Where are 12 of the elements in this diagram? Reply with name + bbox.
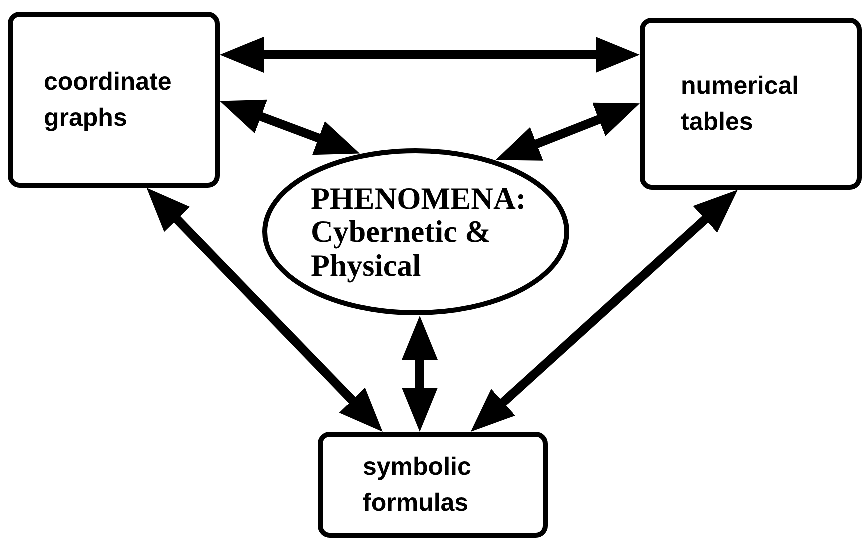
node-label: symbolic formulas (363, 452, 472, 519)
process-box (640, 18, 862, 190)
double-arrow (220, 100, 360, 156)
double-arrow (496, 102, 640, 161)
node-label: coordinate graphs (44, 66, 173, 134)
node-label: PHENOMENA: Cybernetic & Physical (311, 182, 521, 282)
process-box (8, 12, 220, 188)
double-arrow (146, 188, 383, 432)
double-arrow (402, 316, 438, 432)
double-arrow (220, 37, 640, 73)
node-label: numerical tables (681, 70, 800, 138)
process-box (318, 432, 548, 538)
